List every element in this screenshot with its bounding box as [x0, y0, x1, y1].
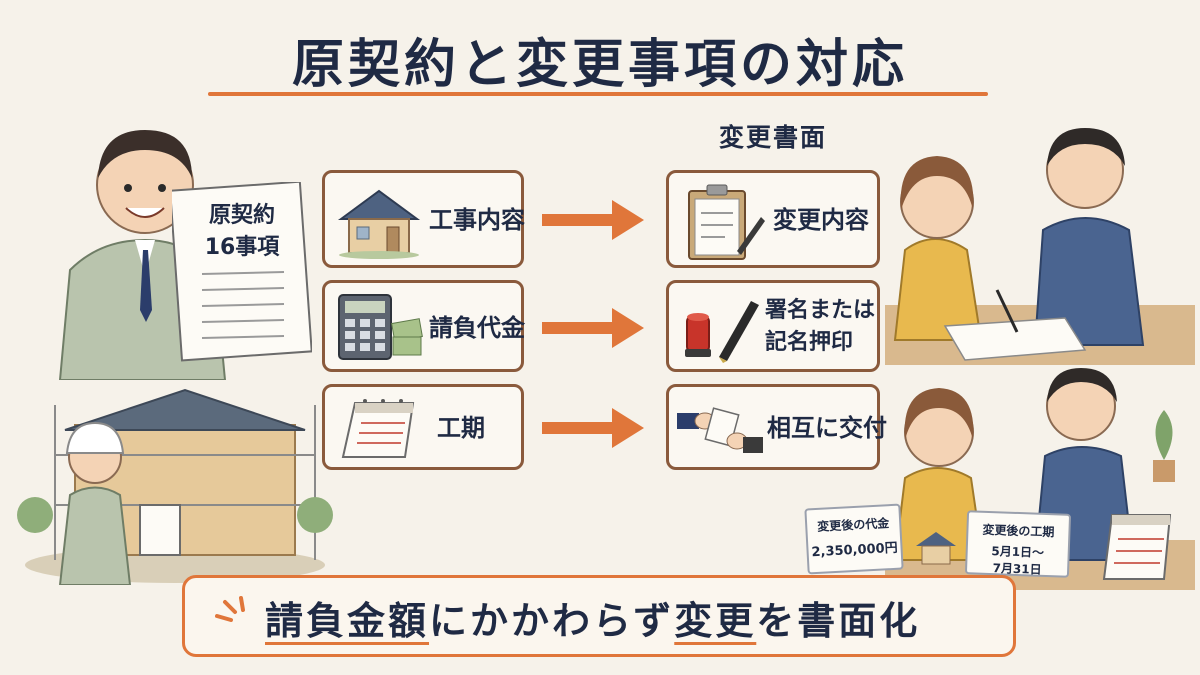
row3-left-box: 工期: [322, 384, 524, 470]
original-contract-line1: 原契約: [208, 203, 275, 228]
row3-arrow: [542, 408, 644, 448]
house-icon: [337, 189, 421, 259]
changed-price-card: 変更後の代金 2,350,000円: [804, 503, 904, 575]
construction-site-illustration: [17, 388, 333, 585]
row1-left-label: 工事内容: [429, 206, 525, 234]
changed-price-value: 2,350,000円: [811, 540, 899, 561]
row3-right-label: 相互に交付: [767, 414, 887, 442]
clipboard-icon: [688, 184, 765, 260]
summary-part1: 請負金額: [265, 599, 430, 643]
changed-period-card: 変更後の工期 5月1日〜 7月31日: [964, 510, 1072, 578]
row2-left-box: 請負代金: [322, 280, 525, 372]
title-underline: [208, 92, 988, 96]
changed-price-title: 変更後の代金: [816, 516, 890, 534]
row1-right-label: 変更内容: [773, 206, 869, 234]
emphasis-icon: [215, 596, 245, 622]
changed-period-title: 変更後の工期: [982, 522, 1055, 540]
couple-signing-illustration: [885, 128, 1195, 365]
row2-right-box: 署名または 記名押印: [666, 280, 880, 372]
original-contract-text: 原契約 16事項: [190, 200, 294, 264]
page-title: 原契約と変更事項の対応: [291, 35, 908, 95]
summary-text: 請負金額にかかわらず変更を書面化: [265, 590, 920, 645]
row2-right-label-line2: 記名押印: [765, 330, 854, 355]
row3-right-box: 相互に交付: [666, 384, 887, 470]
summary-part3: 変更: [674, 599, 757, 643]
row3-left-label: 工期: [437, 414, 485, 442]
row1-left-box: 工事内容: [322, 170, 525, 268]
handover-icon: [677, 407, 763, 453]
row2-left-label: 請負代金: [429, 314, 525, 342]
desk-calendar-icon: [1102, 514, 1172, 580]
summary-banner: 請負金額にかかわらず変更を書面化: [182, 575, 1016, 657]
summary-part2: にかかわらず: [429, 599, 675, 643]
original-contract-line2: 16事項: [204, 235, 280, 260]
row2-right-label-line1: 署名または: [765, 298, 876, 323]
small-house-icon: [916, 532, 956, 565]
calendar-icon: [341, 399, 415, 458]
calculator-icon: [338, 294, 423, 360]
row1-right-box: 変更内容: [666, 170, 880, 268]
stamp-pen-icon: [685, 301, 759, 363]
summary-part4: を書面化: [756, 599, 921, 643]
original-contract-document: [172, 182, 312, 362]
row2-arrow: [542, 308, 644, 348]
change-document-header: 変更書面: [718, 123, 827, 152]
row2-right-label: 署名または 記名押印: [765, 295, 875, 359]
row1-arrow: [542, 200, 644, 240]
